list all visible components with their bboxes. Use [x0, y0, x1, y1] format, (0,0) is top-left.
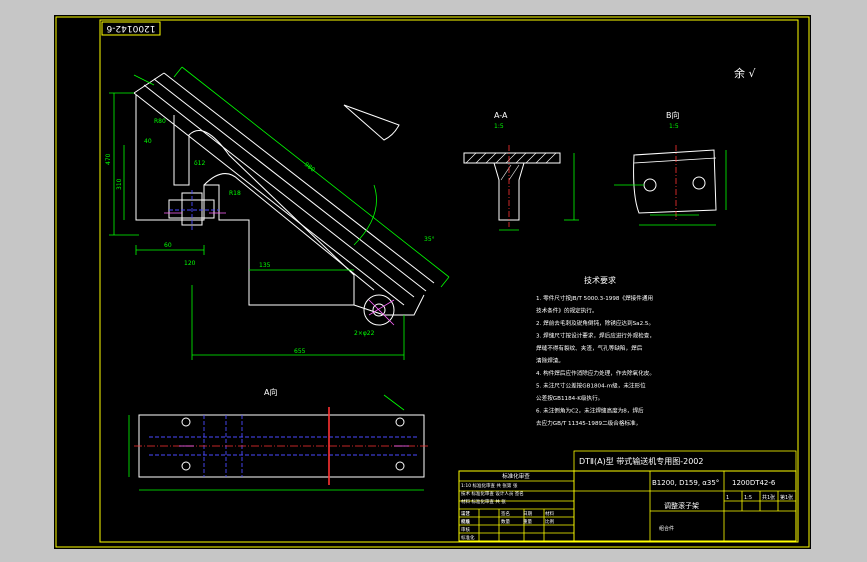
- dim-offset-d: 120: [184, 260, 196, 267]
- dim-bottom-run: 655: [294, 348, 306, 355]
- part-name: 调整滚子架: [664, 501, 699, 510]
- bottom-view-label: A向: [264, 387, 277, 397]
- tech-requirement-line: 4. 构件焊后应作消除应力处理，作去除氧化皮。: [536, 369, 655, 377]
- dim-plate: δ12: [194, 160, 205, 167]
- role-col-cell: 重量: [523, 518, 532, 525]
- tech-requirement-line: 3. 焊缝尺寸按设计要求，焊后应进行外观检查，: [536, 332, 655, 340]
- small-cell: 1:5: [744, 495, 752, 501]
- tech-requirement-line: 6. 未注倒角为C2，未注焊缝高度为8，焊后: [536, 407, 644, 415]
- tech-requirement-line: 焊缝不得有裂纹、夹渣，气孔等缺陷，焊后: [536, 344, 643, 352]
- main-view-hidden: [169, 190, 219, 230]
- role-col-cell: 日期: [523, 511, 532, 517]
- drawing-no: 1200DT42-6: [732, 479, 776, 487]
- hole-left: [643, 178, 657, 192]
- section-a-label: A-A: [494, 111, 508, 120]
- main-view: [133, 72, 435, 326]
- tech-requirement-line: 公差按GB1184-K级执行。: [536, 394, 603, 402]
- dim-height-main: 470: [105, 153, 112, 165]
- corner-code: 1200142-6: [106, 23, 155, 33]
- tech-requirement-line: 2. 焊前去毛刺及锐角倒钝，除锈应达到Sa2.5。: [536, 319, 654, 327]
- dim-height-lower: 310: [116, 178, 123, 190]
- angle-marker: [343, 104, 400, 141]
- dim-offset-a: 135: [259, 262, 271, 269]
- dim-offset-b: 60: [164, 242, 172, 249]
- drawing-svg: 1200142-6 余 √: [55, 16, 810, 548]
- change-note-line: 材料 标准化审查 共 张: [461, 498, 506, 505]
- small-cell: 1: [726, 495, 729, 501]
- view-b-scale: 1:5: [669, 123, 679, 130]
- role-cell: 审核: [461, 526, 470, 533]
- tech-requirements-lines: 1. 零件尺寸按JB/T 5000.3-1998《焊接件通用 技术条件》的规定执…: [536, 294, 655, 427]
- small-cell: 第1张: [780, 494, 793, 501]
- series-title: DTⅡ(A)型 带式输送机专用图-2002: [579, 456, 704, 466]
- role-cell: 批准: [461, 518, 470, 525]
- section-a-scale: 1:5: [494, 123, 504, 130]
- outer-frame: [55, 16, 810, 548]
- role-col-cell: 比例: [545, 518, 554, 525]
- role-col-cell: 数量: [501, 518, 510, 525]
- change-note-line: 技术 标准化审查 设计人员 签名: [461, 490, 524, 497]
- small-cells: 1 1:5 共1张第1张: [726, 494, 793, 501]
- tech-requirement-line: 技术条件》的规定执行。: [536, 307, 598, 315]
- cad-drawing-canvas: 1200142-6 余 √: [54, 15, 811, 549]
- view-b-label: B向: [666, 110, 680, 120]
- role-cell: 工艺: [461, 511, 470, 517]
- bottom-view: A向: [128, 387, 429, 491]
- tech-requirements-title: 技术要求: [584, 275, 616, 285]
- dim-radius-a: R80: [154, 118, 166, 125]
- dim-hole: 2×φ22: [354, 330, 375, 337]
- role-cell: 校核: [461, 518, 470, 525]
- dim-radius-b: R18: [229, 190, 241, 197]
- change-table-title: 标准化审查: [502, 472, 530, 480]
- material-text: 组合件: [659, 525, 674, 532]
- section-a-a: A-A 1:5: [463, 111, 579, 231]
- tech-requirement-line: 去应力GB/T 11345-1989二级合格标准，: [536, 419, 641, 427]
- tech-requirement-line: 5. 未注尺寸公差按GB1804-m级，未注形位: [536, 382, 646, 390]
- main-view-annotations: [164, 212, 395, 326]
- tech-requirement-line: 1. 零件尺寸按JB/T 5000.3-1998《焊接件通用: [536, 294, 653, 302]
- tech-requirement-line: 清除焊渣。: [536, 357, 564, 365]
- spec-text: B1200, D159, α35°: [652, 479, 719, 487]
- dim-angle: 35°: [424, 236, 435, 243]
- inner-frame: [99, 19, 799, 543]
- role-cell: 标准化: [461, 534, 475, 541]
- tech-requirements: 技术要求 1. 零件尺寸按JB/T 5000.3-1998《焊接件通用 技术条件…: [536, 275, 655, 427]
- small-cell: 共1张: [762, 494, 775, 501]
- role-col-cell: 材料: [545, 510, 554, 517]
- main-view-dim-text: 980 655 470 310 R80 R18 35° 2×φ22 135 60…: [105, 118, 435, 355]
- hole-right: [692, 176, 706, 190]
- role-col-cell: 签名: [501, 510, 510, 517]
- roughness-note: 余 √: [734, 66, 756, 80]
- main-view-dimensions: [109, 66, 450, 360]
- change-note-line: 1:10 标准化审查 共 张第 张: [461, 482, 518, 489]
- view-b: B向 1:5: [614, 110, 727, 226]
- title-block: 标准化审查 1:10 标准化审查 共 张第 张技术 标准化审查 设计人员 签名材…: [458, 450, 797, 542]
- role-cell: 设计: [461, 510, 470, 517]
- dim-offset-c: 40: [144, 138, 152, 145]
- dim-overall-width: 980: [303, 161, 316, 174]
- corner-code-box: 1200142-6: [101, 21, 161, 36]
